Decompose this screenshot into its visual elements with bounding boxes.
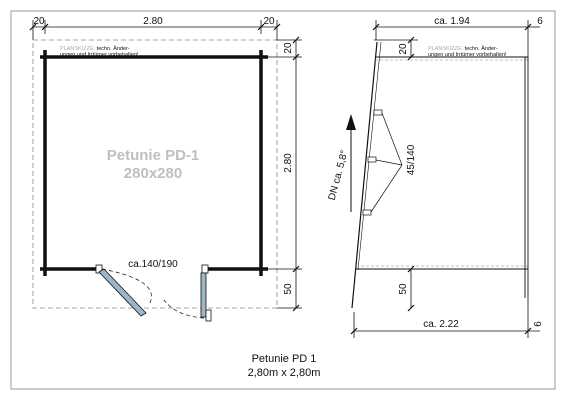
door-swing-right [163, 299, 205, 319]
side-dim-floor-length: ca. 2.22 [423, 319, 459, 330]
side-note-highlight: PLANSKIZZE: [428, 46, 464, 52]
side-dim-roof-length: ca. 1.94 [434, 16, 470, 27]
floor-plan: 20 2.80 20 20 2.80 50 PLANSKIZZE: techn.… [29, 16, 302, 322]
plan-note-line1: PLANSKIZZE: techn. Änder- [60, 45, 130, 52]
side-elevation: ca. 1.94 6 20 45/140 DN ca. 5,8° [327, 16, 544, 338]
side-dim-purlin: 45/140 [406, 144, 417, 175]
plan-dashed-outline [32, 39, 278, 309]
plan-note-highlight: PLANSKIZZE: [60, 46, 96, 52]
plan-dim-top-margin: 20 [283, 42, 294, 54]
plan-dim-depth: 2.80 [283, 153, 294, 173]
purlin-bracket-mid [367, 156, 377, 163]
plan-model-name: Petunie PD-1 [107, 147, 200, 164]
plan-note-line2: ungen und Irrtümer vorbehalten! [60, 52, 139, 58]
plan-dim-width: 2.80 [143, 16, 163, 27]
plan-door-label: ca.140/190 [128, 259, 178, 270]
plan-note-line1-rest: techn. Änder- [95, 45, 130, 52]
plan-dim-left-margin: 20 [33, 16, 45, 27]
door-swing-left [101, 268, 152, 304]
side-dim-front-margin: 50 [398, 283, 409, 295]
page-border [10, 10, 556, 390]
caption-size: 2,80m x 2,80m [248, 367, 321, 379]
side-note-line1: PLANSKIZZE: techn. Änder- [428, 45, 498, 52]
side-dim-overhang-bottom: 6 [533, 321, 544, 327]
caption-title: Petunie PD 1 [252, 353, 317, 365]
slope-arrow-head [346, 114, 356, 130]
plan-model-size: 280x280 [124, 165, 182, 182]
plan-dim-front-margin: 50 [283, 283, 294, 295]
side-note-line1-rest: techn. Änder- [463, 45, 498, 52]
plan-dim-right-margin: 20 [263, 16, 275, 27]
side-note-line2: ungen und Irrtümer vorbehalten! [428, 52, 507, 58]
purlin-bracket-low [362, 209, 372, 216]
door-leaf-left [95, 264, 147, 317]
side-dim-slope: DN ca. 5,8° [327, 149, 351, 201]
side-dim-top-margin: 20 [398, 43, 409, 55]
door-leaf-right [200, 264, 212, 322]
roof-slope-line [351, 41, 378, 309]
purlin-bracket-top [373, 109, 383, 116]
side-dim-overhang-top: 6 [537, 16, 543, 27]
